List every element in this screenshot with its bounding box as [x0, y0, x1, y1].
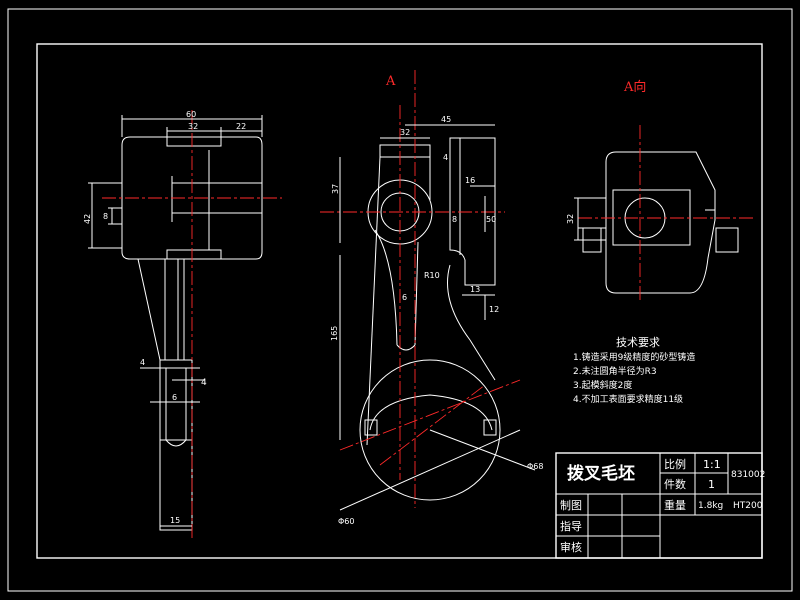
count-label: 件数	[664, 478, 686, 491]
review-label: 审核	[560, 540, 582, 554]
tech-req-item-2: 2.未注圆角半径为R3	[573, 365, 657, 377]
dim-left-6: 6	[172, 393, 177, 402]
drawing-title: 拨叉毛坯	[567, 463, 635, 484]
drawing-number: 831002	[731, 470, 765, 480]
view-label-a: A向	[623, 79, 646, 95]
tech-req-item-3: 3.起模斜度2度	[573, 379, 632, 391]
dim-front-4: 4	[443, 153, 448, 162]
title-block	[555, 452, 763, 559]
count-value: 1	[708, 478, 715, 491]
dim-front-8: 8	[452, 215, 457, 224]
scale-value: 1:1	[703, 458, 721, 471]
dim-front-13: 13	[470, 285, 480, 294]
dim-left-4b: 4	[201, 378, 207, 388]
dim-front-50: 50	[486, 215, 496, 224]
dim-front-32: 32	[400, 128, 410, 137]
dim-front-phi68: Φ68	[527, 462, 543, 471]
dim-left-60: 60	[186, 110, 196, 119]
dim-left-22: 22	[236, 122, 246, 131]
front-section-view	[320, 70, 536, 511]
dim-left-42: 42	[83, 214, 92, 224]
guide-label: 指导	[560, 519, 582, 533]
dim-front-phi60: Φ60	[338, 517, 354, 526]
drawn-label: 制图	[560, 499, 582, 512]
dim-front-37: 37	[331, 184, 340, 194]
inner-frame	[36, 43, 763, 559]
tech-req-heading: 技术要求	[616, 336, 660, 349]
weight-label: 重量	[664, 498, 686, 512]
dim-front-r10: R10	[424, 271, 440, 280]
dim-front-12: 12	[489, 305, 499, 314]
weight-value: 1.8kg	[698, 501, 723, 511]
dim-left-8: 8	[103, 212, 108, 221]
tech-req-item-4: 4.不加工表面要求精度11级	[573, 393, 683, 405]
tech-req-item-1: 1.铸造采用9级精度的砂型铸造	[573, 351, 695, 363]
scale-label: 比例	[664, 457, 686, 471]
outer-border	[7, 8, 793, 592]
section-label-a: A	[385, 74, 396, 89]
dim-left-15: 15	[170, 516, 180, 525]
dim-front-6: 6	[402, 293, 407, 302]
dim-left-4a: 4	[140, 358, 145, 367]
dim-view-a-32: 32	[566, 214, 575, 224]
dim-front-165: 165	[330, 326, 339, 341]
left-side-view	[88, 110, 282, 540]
dim-left-32: 32	[188, 122, 198, 131]
material: HT200	[733, 501, 763, 511]
dim-front-45: 45	[441, 115, 451, 124]
view-a	[574, 125, 755, 300]
dim-front-16: 16	[465, 176, 475, 185]
